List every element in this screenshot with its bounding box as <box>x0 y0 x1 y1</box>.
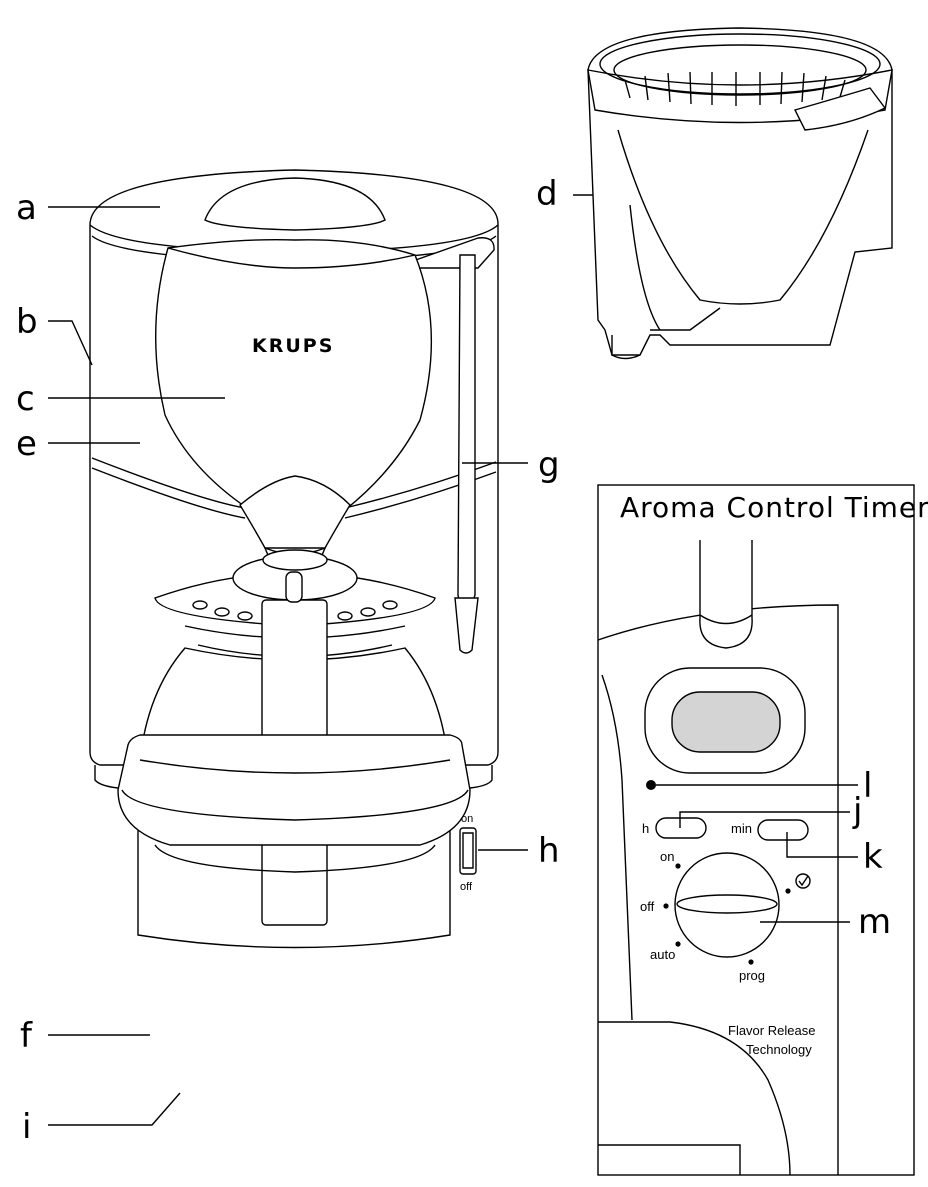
callout-b: b <box>16 302 38 342</box>
control-panel: Aroma Control Timer l h j min k m on off <box>597 484 928 1176</box>
callout-c: c <box>16 379 35 419</box>
callout-e: e <box>16 424 37 464</box>
callout-l: l <box>863 766 872 806</box>
water-tank <box>155 238 433 511</box>
hour-button[interactable] <box>655 817 707 839</box>
timer-clock-icon <box>795 873 811 889</box>
base-ring <box>154 844 436 873</box>
callout-f: f <box>20 1016 33 1056</box>
callout-m: m <box>858 902 891 942</box>
filter-basket <box>587 27 893 360</box>
power-switch[interactable] <box>459 827 477 875</box>
minute-button[interactable] <box>757 819 809 841</box>
water-level-gauge <box>457 254 476 616</box>
callout-j: j <box>852 791 862 831</box>
callout-i: i <box>22 1107 31 1147</box>
minute-button-label: min <box>731 821 752 836</box>
panel-footer-line2: Technology <box>746 1042 812 1057</box>
callout-h: h <box>538 831 560 871</box>
switch-off-label: off <box>460 881 473 893</box>
dial-off-label: off <box>640 899 655 914</box>
callout-d: d <box>536 174 558 214</box>
callout-a: a <box>16 188 37 228</box>
dial-auto-label: auto <box>650 947 675 962</box>
drip-nozzle <box>239 475 351 549</box>
dial-on-label: on <box>660 849 674 864</box>
lid-dome <box>204 177 386 231</box>
dial-prog-label: prog <box>739 968 765 983</box>
display-window <box>671 691 781 753</box>
panel-footer-line1: Flavor Release <box>728 1023 815 1038</box>
hour-button-label: h <box>642 821 649 836</box>
callout-g: g <box>538 445 560 485</box>
panel-frame <box>597 484 915 1176</box>
panel-title: Aroma Control Timer <box>620 491 928 524</box>
warming-base <box>117 734 471 846</box>
mode-dial[interactable] <box>674 852 780 958</box>
coffee-machine: KRUPS on off <box>89 169 499 949</box>
brand-logo-text: KRUPS <box>252 335 334 357</box>
callout-k: k <box>863 837 883 877</box>
